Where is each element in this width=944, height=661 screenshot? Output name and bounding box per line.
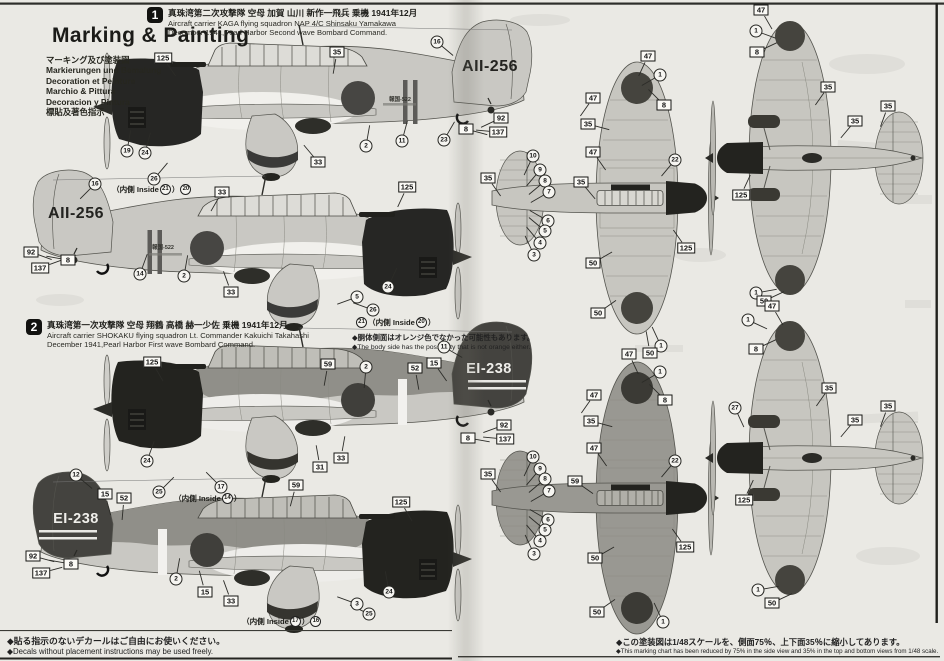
footer-left-rule-top [0, 630, 452, 632]
footer-left-rule-bottom [0, 657, 452, 660]
fold-crease [448, 0, 484, 661]
subtitle-de: Markierungen und Bemalung [46, 65, 162, 76]
page-title: Marking & Painting [52, 24, 250, 47]
section-1-title-jp: 真珠湾第二次攻撃隊 空母 加賀 山川 新作一飛兵 乗機 1941年12月 [168, 8, 418, 18]
section-2-badge: 2 [26, 319, 42, 335]
section-1-badge: 1 [147, 7, 163, 23]
hokoku-stencil-2: 報国-522 [152, 243, 174, 251]
footer-right-jp: ◆この塗装図は1/48スケールを、側面75％、上下面35％に縮小してあります。 [616, 637, 905, 647]
section-1-header: 1 真珠湾第二次攻撃隊 空母 加賀 山川 新作一飛兵 乗機 1941年12月 A… [147, 7, 417, 37]
page-edge-line [935, 3, 938, 623]
side-profile-shokaku-right [32, 470, 474, 635]
section-2-title-en1: Aircraft carrier SHOKAKU flying squadron… [47, 331, 309, 340]
tail-code-shokaku-2: EI-238 [53, 511, 99, 527]
orange-note-en: ◆The body side has the possibility that … [352, 344, 531, 351]
side-profile-kaga-right [32, 168, 474, 333]
footer-left-jp: ◆貼る指示のないデカールはご自由にお使いください。 [7, 636, 225, 646]
subtitle-fr: Decoration et Peinture [46, 75, 136, 86]
title-translations: マーキング及び塗装図 Markierungen und Bemalung Dec… [46, 55, 161, 117]
footer-left-en: ◆Decals without placement instructions m… [7, 647, 214, 656]
subtitle-jp: マーキング及び塗装図 [46, 55, 130, 65]
footer-right-en: ◆This marking chart has been reduced by … [616, 648, 939, 655]
section-1-title-en1: Aircraft carrier KAGA flying squadron NA… [168, 19, 396, 28]
subtitle-zh: 標貼及著色指示 [46, 107, 105, 118]
top-view-shokaku [491, 361, 720, 635]
section-2-title-jp: 真珠湾第一次攻撃隊 空母 翔鶴 高橋 赫一少佐 乗機 1941年12月 [47, 320, 288, 330]
orange-color-note: ◆胴体側面はオレンジ色でなかった可能性もあります。 ◆The body side… [352, 332, 534, 351]
footer-right-rule [458, 656, 940, 658]
section-2-header: 2 真珠湾第一次攻撃隊 空母 翔鶴 高橋 赫一少佐 乗機 1941年12月 Ai… [26, 319, 309, 349]
section-1-title-en2: December 1941,Pearl Harbor Second wave B… [168, 28, 388, 37]
footer-note-right: ◆この塗装図は1/48スケールを、側面75％、上下面35％に縮小してあります。 … [616, 636, 938, 655]
top-rule [0, 2, 944, 5]
subtitle-es: Decoracion y Pintura [46, 96, 130, 107]
section-2-title-en2: December 1941,Pearl Harbor First wave Bo… [47, 340, 256, 349]
top-view-kaga [491, 61, 720, 335]
footer-note-left: ◆貼る指示のないデカールはご自由にお使いください。 ◆Decals withou… [7, 634, 225, 656]
orange-note-jp: ◆胴体側面はオレンジ色でなかった可能性もあります。 [352, 333, 535, 342]
hokoku-stencil-1: 報国-522 [389, 95, 411, 103]
subtitle-it: Marchio & Pittura [46, 86, 116, 97]
tail-code-kaga-2: AII-256 [48, 205, 104, 222]
